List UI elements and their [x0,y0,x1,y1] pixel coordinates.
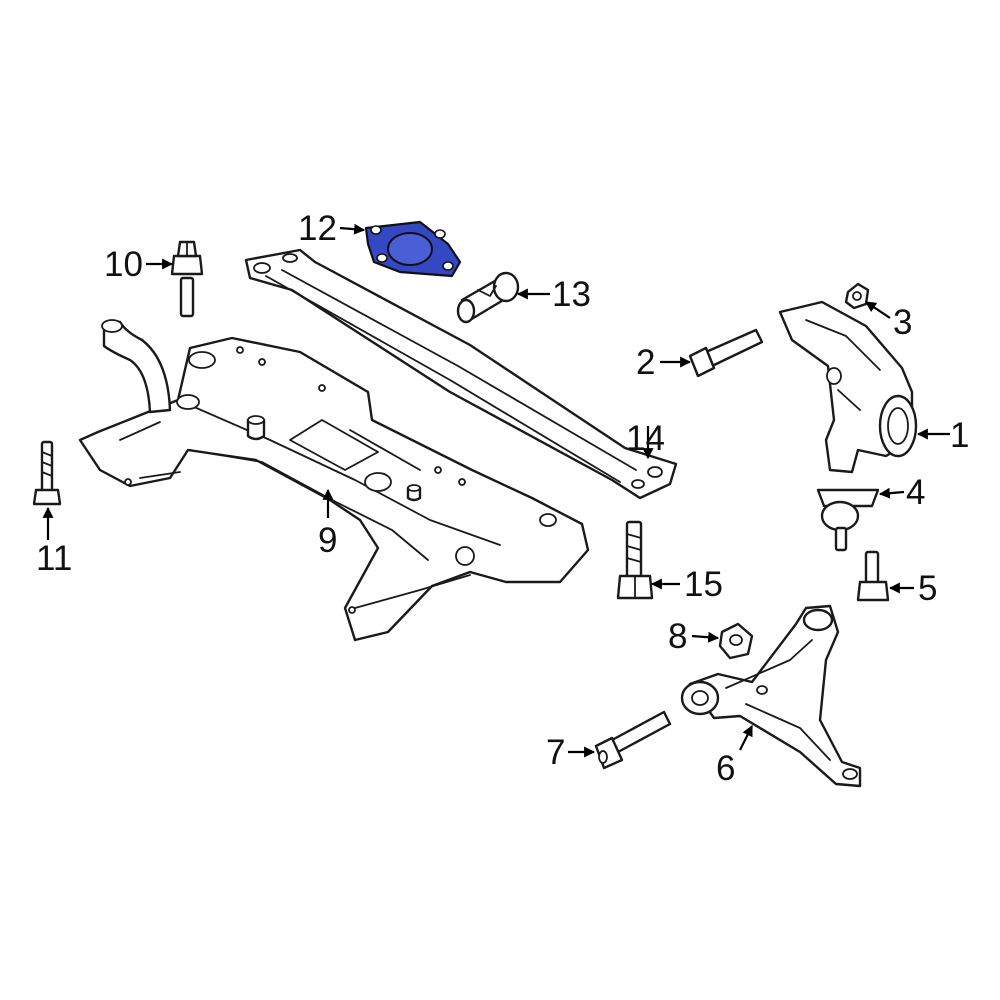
lower-control-arm[interactable] [680,604,862,788]
callout-labels: 1 2 3 4 5 6 7 8 9 10 11 12 13 14 15 [36,209,969,788]
bolt-7[interactable] [594,710,672,770]
nut-8[interactable] [718,622,754,660]
callout-6: 6 [716,749,735,788]
steering-knuckle[interactable] [778,300,918,474]
callout-8: 8 [668,617,687,656]
callout-14: 14 [626,419,665,458]
callout-15: 15 [684,565,723,604]
callout-5: 5 [918,569,937,608]
subframe-crossmember[interactable] [78,319,590,642]
bolt-2[interactable] [688,328,764,378]
callout-10: 10 [104,245,143,284]
nut-3[interactable] [844,282,870,310]
leader-lines [42,223,950,758]
sleeve-bushing[interactable] [456,271,520,324]
ball-joint[interactable] [816,488,880,552]
bolt-11[interactable] [32,440,62,506]
callout-11: 11 [36,539,72,578]
callout-9: 9 [318,521,337,560]
bolt-15[interactable] [616,520,654,600]
callout-12: 12 [298,209,337,248]
callout-2: 2 [636,343,655,382]
bolt-5[interactable] [856,550,890,602]
callout-13: 13 [552,275,591,314]
callout-4: 4 [906,473,925,512]
bolt-10[interactable] [170,240,204,318]
brace-bar[interactable] [244,248,678,500]
callout-3: 3 [893,303,912,342]
callout-7: 7 [546,733,565,772]
mount-plate-highlighted[interactable] [364,220,462,278]
callout-1: 1 [950,416,969,455]
